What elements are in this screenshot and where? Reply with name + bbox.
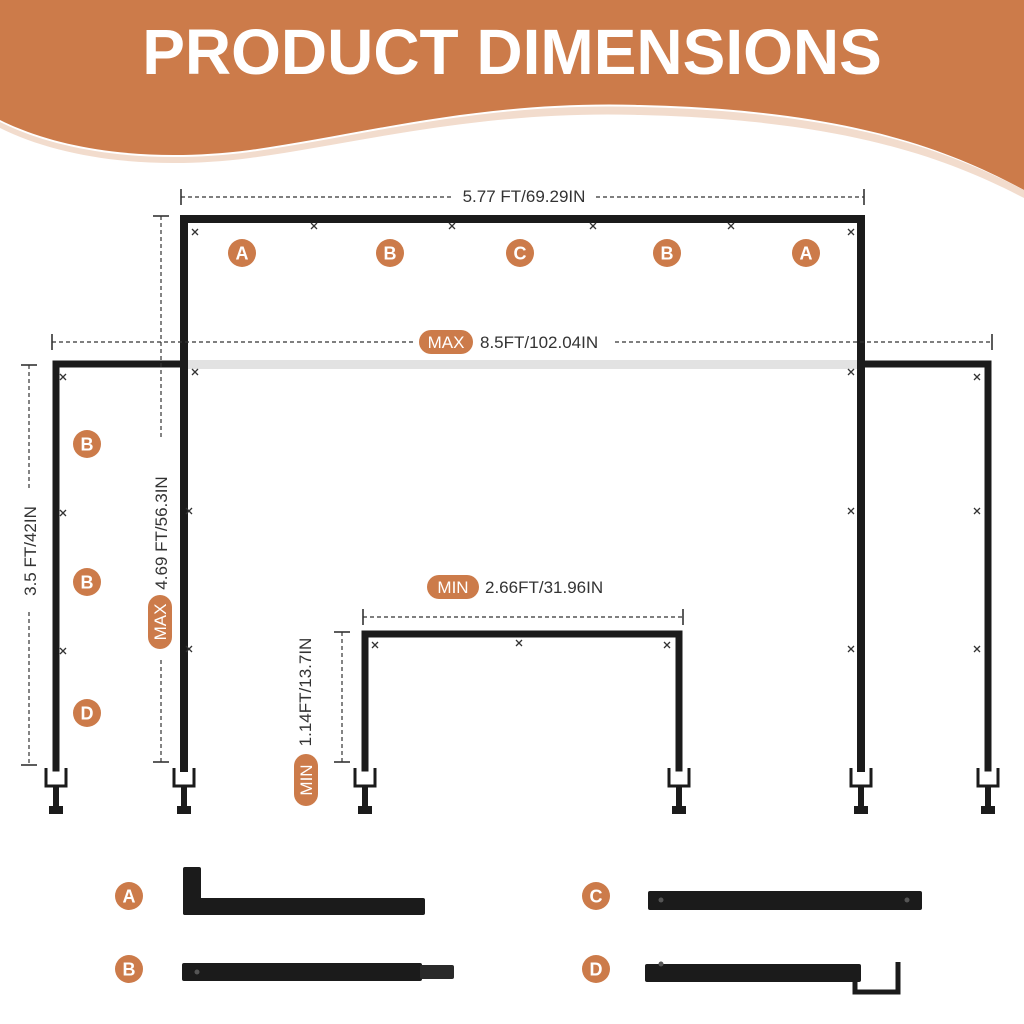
part-letter: A xyxy=(236,244,249,264)
min-height-badge-group: MIN xyxy=(294,754,318,806)
clamp-icon xyxy=(172,768,196,814)
header-wave xyxy=(0,0,1024,190)
frame-part-labels: A B C B A B B D xyxy=(73,239,820,727)
legend-letter-a: A xyxy=(123,887,136,907)
clamp-icon xyxy=(976,768,1000,814)
parts-legend: A B C D xyxy=(115,867,922,995)
min-frame xyxy=(361,630,683,772)
legend-circle-b xyxy=(115,955,143,983)
l-elbow-tube-icon xyxy=(183,867,425,915)
part-circle xyxy=(653,239,681,267)
part-letter: B xyxy=(81,573,94,593)
min-height-label: 1.14FT/13.7IN xyxy=(296,638,315,747)
legend-circle-c xyxy=(582,882,610,910)
part-letter: B xyxy=(661,244,674,264)
legend-circle-a xyxy=(115,882,143,910)
max-height-label: 4.69 FT/56.3IN xyxy=(152,476,171,589)
part-letter: A xyxy=(800,244,813,264)
part-letter: C xyxy=(514,244,527,264)
clamp-icon xyxy=(667,768,691,814)
clamp-icon xyxy=(849,768,873,814)
part-circle xyxy=(792,239,820,267)
part-circle xyxy=(73,430,101,458)
max-width-label: 8.5FT/102.04IN xyxy=(480,333,598,352)
min-width-badge xyxy=(427,575,479,599)
straight-tube-icon xyxy=(182,963,454,981)
part-circle xyxy=(73,699,101,727)
min-joint-marks xyxy=(371,639,671,649)
connector-tube-icon xyxy=(648,891,922,910)
clamp-tube-icon xyxy=(645,961,901,995)
min-width-badge-label: MIN xyxy=(437,578,468,597)
dimension-lines xyxy=(28,196,992,765)
max-height-badge-label: MAX xyxy=(151,604,170,641)
extended-bar xyxy=(188,360,857,369)
max-width-badge xyxy=(419,330,473,354)
max-frame xyxy=(52,215,992,772)
part-circle xyxy=(73,568,101,596)
legend-letter-c: C xyxy=(590,887,603,907)
dimension-ticks xyxy=(21,189,993,766)
joint-marks xyxy=(59,222,981,655)
legend-letter-b: B xyxy=(123,960,136,980)
max-height-badge xyxy=(148,595,172,649)
max-width-badge-label: MAX xyxy=(428,333,465,352)
top-width-label: 5.77 FT/69.29IN xyxy=(463,187,586,206)
min-height-badge xyxy=(294,754,318,806)
part-circle xyxy=(376,239,404,267)
part-letter: B xyxy=(81,435,94,455)
clamps xyxy=(44,768,1000,814)
part-circle xyxy=(506,239,534,267)
part-letter: D xyxy=(81,704,94,724)
legend-circle-d xyxy=(582,955,610,983)
legend-letter-d: D xyxy=(590,960,603,980)
page-title: PRODUCT DIMENSIONS xyxy=(142,16,882,88)
min-height-badge-label: MIN xyxy=(297,764,316,795)
side-height-label: 3.5 FT/42IN xyxy=(21,506,40,596)
clamp-icon xyxy=(44,768,68,814)
part-circle xyxy=(228,239,256,267)
part-letter: B xyxy=(384,244,397,264)
min-width-label: 2.66FT/31.96IN xyxy=(485,578,603,597)
clamp-icon xyxy=(353,768,377,814)
max-height-badge-group: MAX xyxy=(148,595,172,649)
